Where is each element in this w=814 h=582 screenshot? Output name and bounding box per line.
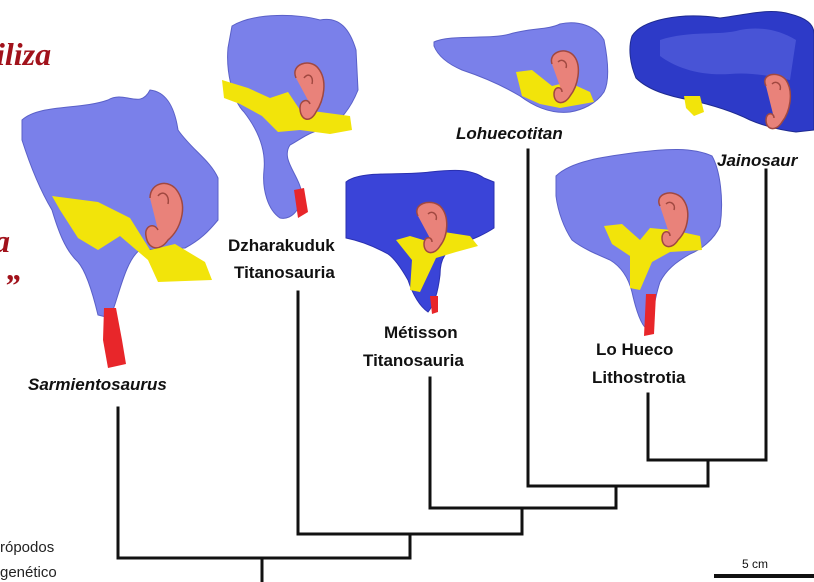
overlay-red-fragment-a: a	[0, 223, 10, 259]
blood-vessel	[644, 294, 656, 336]
label-lo-hueco-line1: Lo Hueco	[596, 340, 673, 359]
braincase-model-lo-hueco	[556, 150, 722, 337]
label-metisson-line1: Métisson	[384, 323, 458, 342]
scale-bar: 5 cm	[714, 557, 814, 578]
overlay-red-fragment-quote: ”	[4, 267, 20, 303]
braincase-model-lohuecotitan	[434, 23, 608, 113]
overlay-caption-line1: rópodos	[0, 539, 54, 556]
braincase-model-sarmientosaurus	[22, 90, 218, 368]
label-lohuecotitan: Lohuecotitan	[456, 124, 563, 143]
label-jainosaurus: Jainosaur	[717, 151, 799, 170]
label-dzharakuduk-line2: Titanosauria	[234, 263, 335, 282]
scale-bar-label: 5 cm	[742, 557, 768, 571]
braincase-model-jainosaurus	[630, 11, 814, 132]
blood-vessel	[430, 296, 438, 314]
label-lo-hueco-line2: Lithostrotia	[592, 368, 686, 387]
overlay-caption-line2: genético	[0, 564, 57, 581]
overlay-red-title: iliza	[0, 36, 51, 72]
label-metisson-line2: Titanosauria	[363, 351, 464, 370]
braincase-body	[22, 90, 218, 318]
label-dzharakuduk-line1: Dzharakuduk	[228, 236, 335, 255]
blood-vessel	[294, 188, 308, 218]
braincase-model-metisson	[346, 170, 494, 314]
braincase-model-dzharakuduk	[222, 15, 358, 218]
scale-bar-line	[714, 574, 814, 578]
label-sarmientosaurus: Sarmientosaurus	[28, 375, 167, 394]
blood-vessel	[103, 308, 126, 368]
